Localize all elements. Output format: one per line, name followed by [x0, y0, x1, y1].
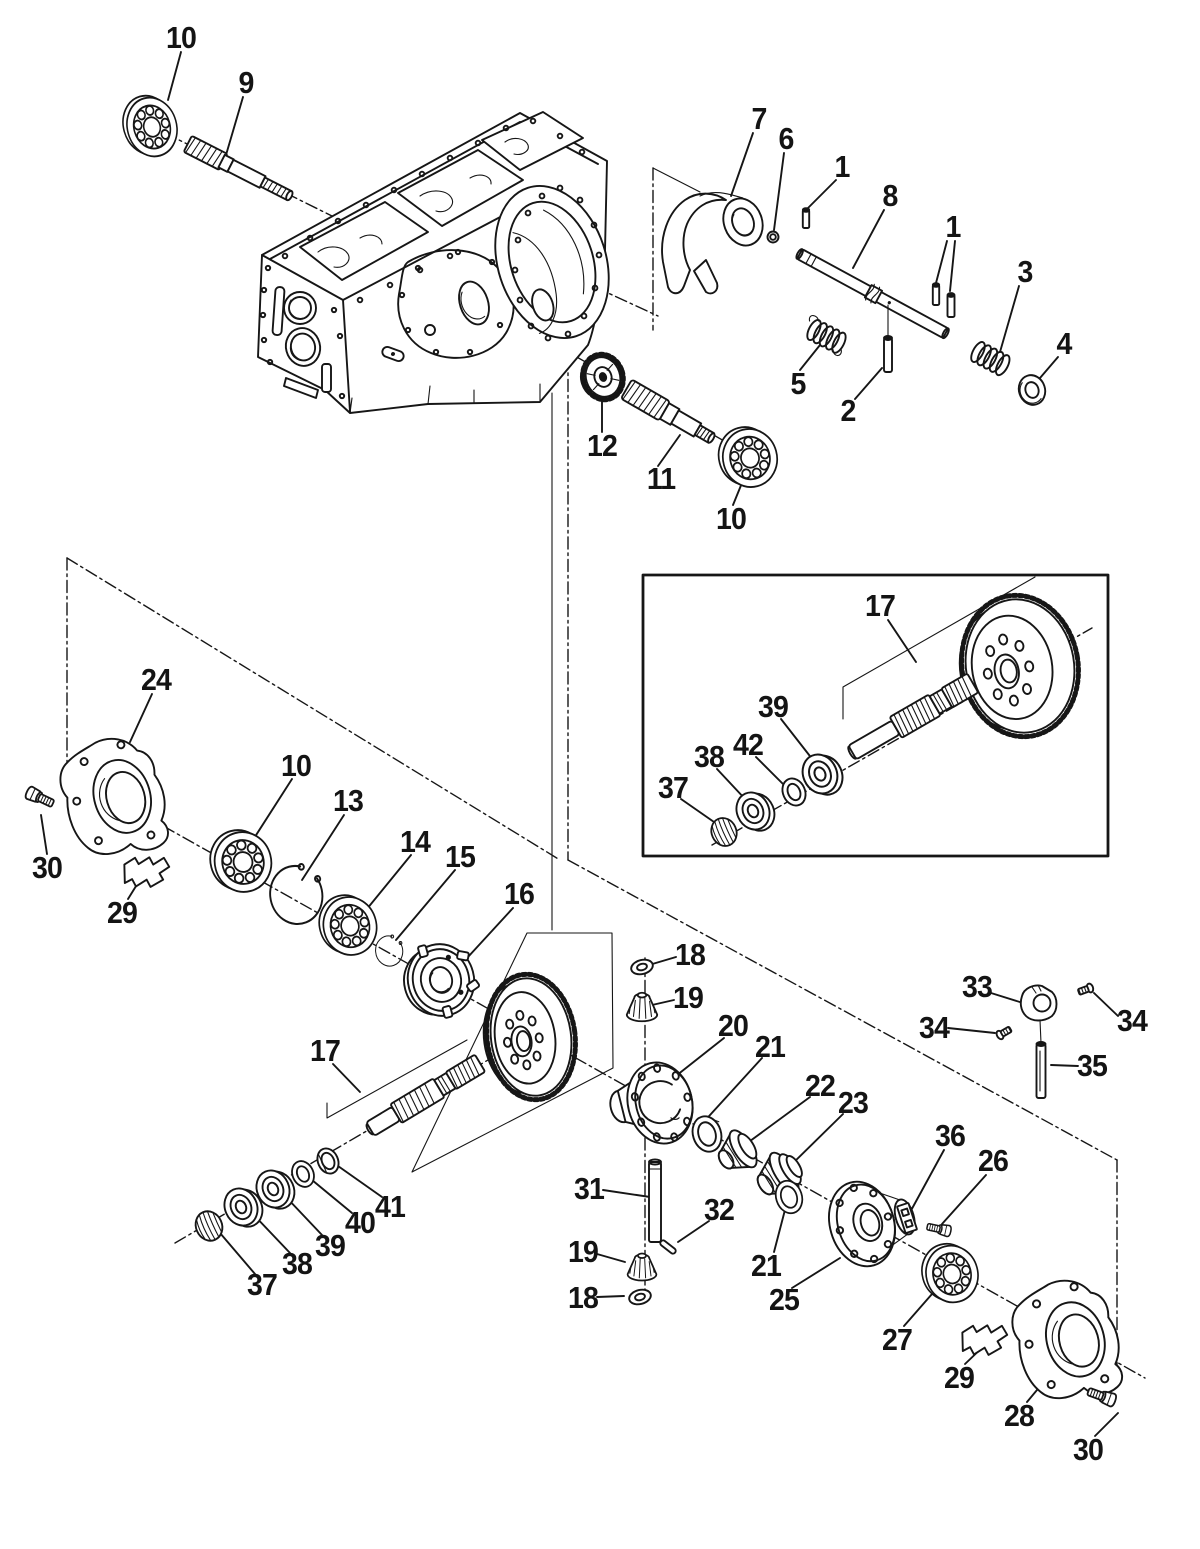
- part-callout: 39: [315, 1228, 346, 1263]
- part-callout: 31: [574, 1171, 605, 1206]
- shift-fork-7: [661, 192, 764, 295]
- part-callout: 37: [658, 770, 689, 805]
- part-callout: 4: [1056, 326, 1073, 361]
- part-callout: 16: [504, 876, 535, 911]
- part-callout: 27: [882, 1322, 913, 1357]
- side-gear-22: [717, 1129, 758, 1170]
- part-callout: 24: [141, 662, 172, 697]
- part-callout: 1: [945, 209, 962, 244]
- diff-case-20: [609, 1061, 694, 1145]
- part-callout: 21: [755, 1029, 786, 1064]
- part-callout: 34: [919, 1010, 950, 1045]
- part-callout: 1: [834, 149, 851, 184]
- shaft-11: [621, 379, 716, 444]
- part-callout: 10: [716, 501, 747, 536]
- part-callout: 36: [935, 1118, 966, 1153]
- part-callout: 8: [882, 178, 899, 213]
- part-callout: 6: [778, 121, 795, 156]
- spring-5: [803, 314, 850, 357]
- clamp-pin-link: [1039, 1019, 1042, 1044]
- part-callout: 26: [978, 1143, 1009, 1178]
- gear-12: [579, 351, 626, 403]
- part-callout: 10: [281, 748, 312, 783]
- side-washer-21a: [691, 1115, 723, 1153]
- part-callout: 3: [1017, 254, 1034, 289]
- part-callout: 17: [310, 1033, 341, 1068]
- clamp-33: [1019, 984, 1058, 1022]
- nut-41: [316, 1147, 340, 1175]
- part-callout: 38: [282, 1246, 313, 1281]
- part-callout: 33: [962, 969, 993, 1004]
- o-ring-6: [766, 230, 780, 244]
- part-callout: 15: [445, 839, 476, 874]
- part-callout: 29: [107, 895, 138, 930]
- ring-gear-17-left: [482, 971, 578, 1103]
- pin-2: [883, 335, 893, 373]
- part-callout: 20: [718, 1008, 749, 1043]
- pinion-shaft-17-left: [365, 1054, 486, 1136]
- part-callout: 12: [587, 428, 618, 463]
- part-callout: 30: [32, 850, 63, 885]
- part-callout: 23: [838, 1085, 869, 1120]
- thrust-washer-18-bottom: [628, 1288, 652, 1306]
- part-callout: 30: [1073, 1432, 1104, 1467]
- part-callout: 17: [865, 588, 896, 623]
- part-callout: 40: [345, 1205, 376, 1240]
- part-callout: 38: [694, 739, 725, 774]
- part-callout: 22: [805, 1068, 836, 1103]
- side-washer-21b: [774, 1179, 804, 1215]
- spider-shaft-31: [648, 1158, 662, 1243]
- part-callout: 18: [568, 1280, 599, 1315]
- part-callout: 14: [400, 824, 431, 859]
- part-callout: 28: [1004, 1398, 1035, 1433]
- pin-1c: [946, 292, 956, 318]
- part-callout: 13: [333, 783, 364, 818]
- inset-ring-gear-17: [958, 592, 1081, 740]
- lock-plate-36: [896, 1202, 918, 1234]
- part-callout: 41: [375, 1189, 406, 1224]
- part-callout: 37: [247, 1267, 278, 1302]
- part-callout: 11: [646, 461, 676, 496]
- shaft-9: [183, 135, 294, 202]
- inset-box: [641, 573, 1110, 858]
- part-callout: 19: [673, 980, 704, 1015]
- part-callout: 25: [769, 1282, 800, 1317]
- inset-pinion-shaft: [847, 673, 979, 760]
- part-callout: 5: [790, 366, 807, 401]
- part-callout: 35: [1077, 1048, 1108, 1083]
- carrier-25: [828, 1180, 916, 1268]
- pin-32: [659, 1239, 677, 1255]
- part-callout: 32: [704, 1192, 735, 1227]
- hub-16: [403, 943, 481, 1019]
- part-callout: 2: [840, 393, 857, 428]
- pin-1a: [801, 207, 811, 229]
- part-callout: 18: [675, 937, 706, 972]
- part-callout: 29: [944, 1360, 975, 1395]
- pin-35: [1035, 1041, 1047, 1099]
- part-callout: 19: [568, 1234, 599, 1269]
- thrust-washer-18-top: [630, 958, 654, 976]
- part-callout: 39: [758, 689, 789, 724]
- part-callout: 9: [238, 65, 255, 100]
- part-callout: 10: [166, 20, 197, 55]
- transmission-housing: [257, 111, 610, 414]
- shift-rod-8: [795, 248, 950, 340]
- part-callout: 42: [733, 727, 764, 762]
- pin-1b: [931, 282, 941, 306]
- washer-4: [1017, 374, 1047, 406]
- part-callout: 34: [1117, 1003, 1148, 1038]
- part-callout: 21: [751, 1248, 782, 1283]
- part-callout: 7: [751, 101, 768, 136]
